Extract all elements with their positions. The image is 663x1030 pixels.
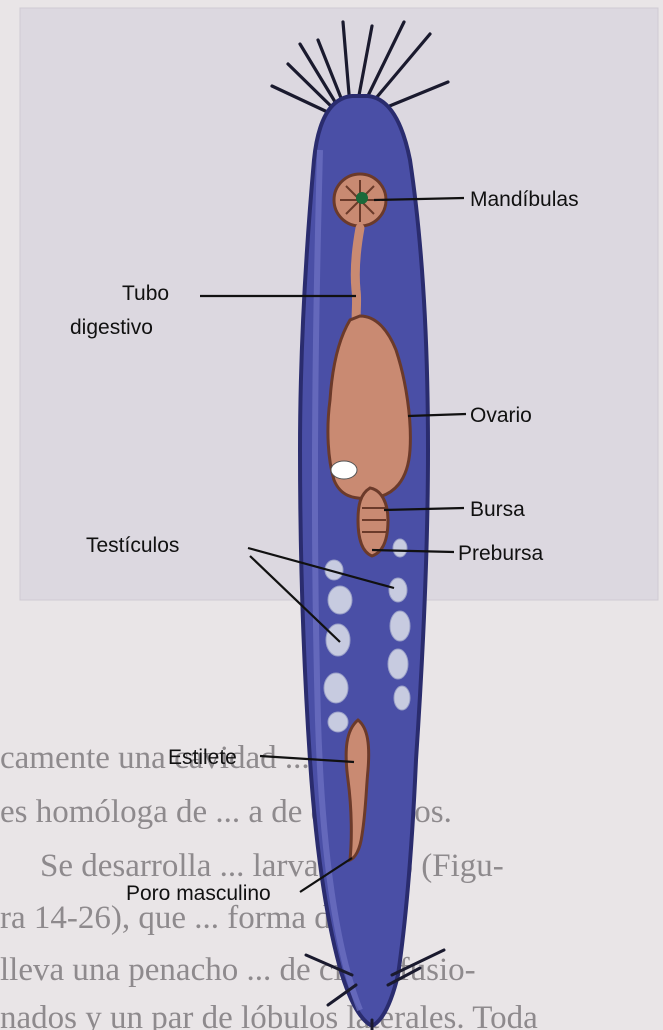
label-tubo-line2: digestivo (70, 316, 153, 339)
label-prebursa: Prebursa (458, 542, 544, 565)
bg-text-line: nados y un par de lóbulos laterales. Tod… (0, 1000, 538, 1030)
label-poro-masculino: Poro masculino (126, 882, 271, 905)
label-ovario: Ovario (470, 404, 532, 427)
bg-text-line: Se desarrolla ... larva pilidio (Figu- (40, 848, 504, 884)
ovary-spot (331, 461, 357, 479)
label-estilete: Estilete (168, 746, 237, 769)
label-testiculos: Testículos (86, 534, 179, 557)
label-mandibulas: Mandíbulas (470, 188, 579, 211)
bursa (358, 488, 388, 556)
label-tubo-line1: Tubo (122, 282, 169, 305)
label-bursa: Bursa (470, 498, 525, 521)
